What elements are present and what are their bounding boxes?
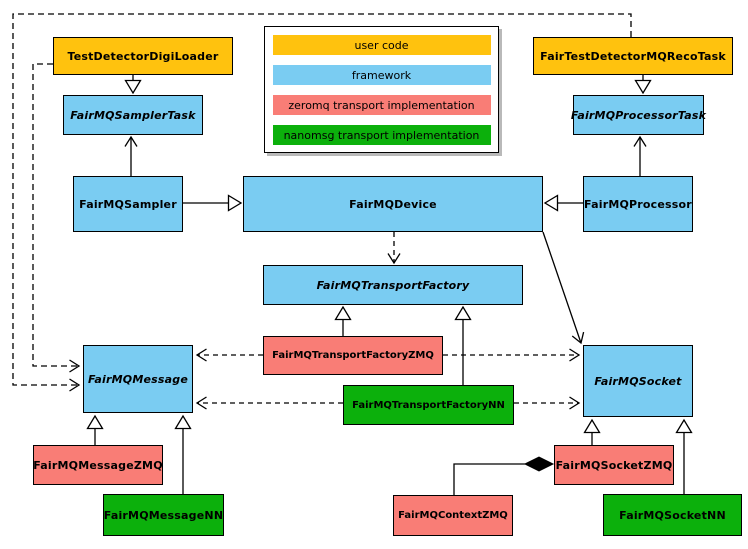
composition-socketzmq-contextzmq	[453, 463, 525, 495]
legend-item-framework: framework	[272, 65, 491, 85]
dependency-digiloader-message	[32, 63, 81, 373]
node-fairmqsocketnn: FairMQSocketNN	[603, 494, 742, 536]
node-fairmqtransportfactoryzmq: FairMQTransportFactoryZMQ	[263, 336, 443, 375]
node-testdetectordigiloader: TestDetectorDigiLoader	[53, 37, 233, 75]
legend: user code framework zeromq transport imp…	[264, 26, 499, 153]
dependency-recotask-message	[12, 13, 632, 392]
node-fairmqcontextzmq: FairMQContextZMQ	[393, 495, 513, 536]
node-fairmqtransportfactory: FairMQTransportFactory	[263, 265, 523, 305]
composition-diamond	[523, 456, 555, 472]
legend-item-nanomsg: nanomsg transport implementation	[272, 125, 491, 145]
association-device-socket	[542, 231, 585, 345]
node-fairtestdetectormqrecotask: FairTestDetectorMQRecoTask	[533, 37, 733, 75]
node-fairmqdevice: FairMQDevice	[243, 176, 543, 232]
legend-item-user-code: user code	[272, 35, 491, 55]
node-fairmqtransportfactorynn: FairMQTransportFactoryNN	[343, 385, 514, 425]
node-fairmqmessage: FairMQMessage	[83, 345, 193, 413]
node-fairmqprocessortask: FairMQProcessorTask	[571, 95, 706, 135]
legend-item-zeromq: zeromq transport implementation	[272, 95, 491, 115]
node-fairmqsocketzmq: FairMQSocketZMQ	[554, 445, 674, 485]
node-fairmqsamplertask: FairMQSamplerTask	[63, 95, 203, 135]
node-fairmqsocket: FairMQSocket	[583, 345, 693, 417]
node-fairmqprocessor: FairMQProcessor	[583, 176, 693, 232]
node-fairmqmessagenn: FairMQMessageNN	[103, 494, 224, 536]
node-fairmqmessagezmq: FairMQMessageZMQ	[33, 445, 163, 485]
node-fairmqsampler: FairMQSampler	[73, 176, 183, 232]
